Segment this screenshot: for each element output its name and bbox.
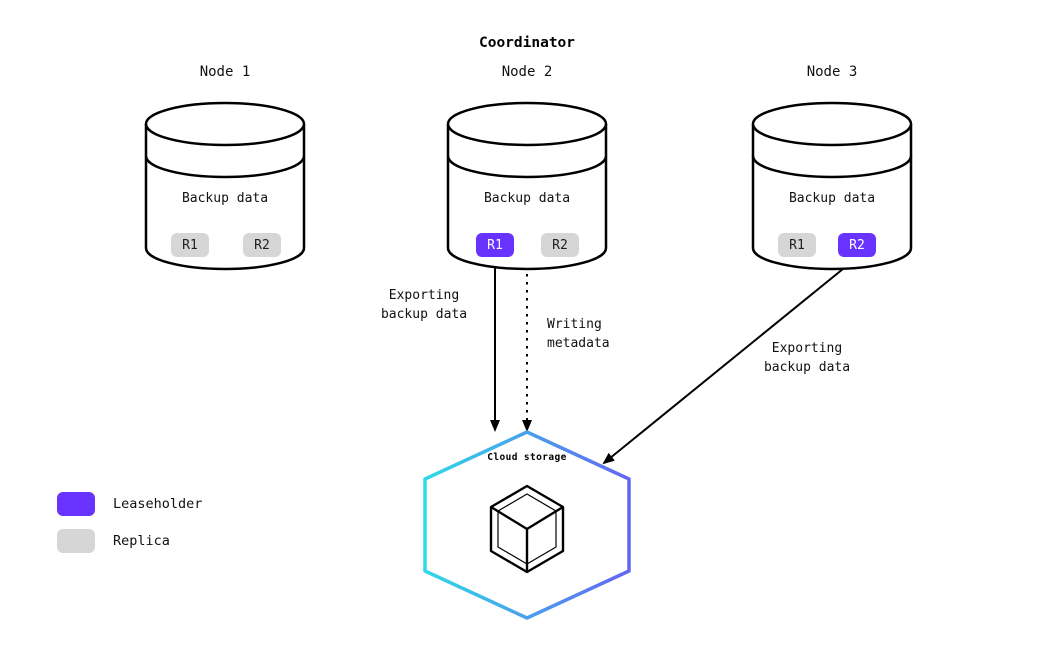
legend-leaseholder-swatch (57, 492, 95, 516)
export-node3-label: Exporting backup data (727, 339, 887, 377)
metadata-label: Writing metadata (547, 315, 677, 353)
node2-storage-label: Backup data (483, 191, 571, 206)
cube-icon (489, 484, 565, 574)
node1-replica-r1-badge: R1 (171, 233, 209, 257)
node3-label: Node 3 (806, 64, 858, 80)
node2-leaseholder-r1-badge: R1 (476, 233, 514, 257)
export-arrow-node3 (602, 259, 855, 465)
diagram-title: Coordinator (478, 35, 576, 51)
node2-label: Node 2 (501, 64, 553, 80)
export-node2-label: Exporting backup data (344, 286, 504, 324)
node1-replica-r2-badge: R2 (243, 233, 281, 257)
node3-leaseholder-r2-badge: R2 (838, 233, 876, 257)
export-node3-label-line1: Exporting (771, 341, 843, 356)
node3-replica-r1-badge: R1 (778, 233, 816, 257)
cloud-storage-hexagon (423, 430, 631, 620)
legend-leaseholder-label: Leaseholder (113, 496, 203, 512)
metadata-label-line2: metadata (547, 336, 610, 351)
export-node3-label-line2: backup data (763, 360, 851, 375)
cloud-storage-label: Cloud storage (487, 452, 567, 463)
node1-storage-label: Backup data (181, 191, 269, 206)
export-node2-label-line2: backup data (380, 307, 468, 322)
export-node2-label-line1: Exporting (388, 288, 460, 303)
legend-replica-label: Replica (113, 533, 170, 549)
metadata-label-line1: Writing (547, 317, 602, 332)
node1-database-cylinder (144, 101, 306, 271)
node1-label: Node 1 (199, 64, 251, 80)
node3-database-cylinder (751, 101, 913, 271)
node3-storage-label: Backup data (788, 191, 876, 206)
node2-replica-r2-badge: R2 (541, 233, 579, 257)
node2-database-cylinder (446, 101, 608, 271)
legend-replica-swatch (57, 529, 95, 553)
